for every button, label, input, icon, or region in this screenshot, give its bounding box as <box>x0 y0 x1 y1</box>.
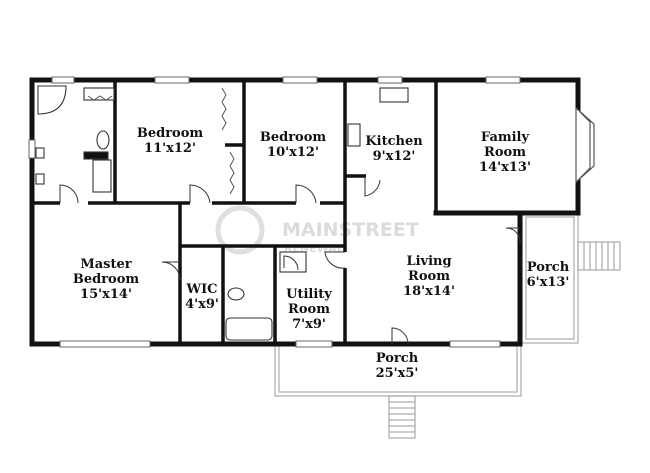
porch-side-name: Porch <box>527 260 570 275</box>
kitchen-name: Kitchen <box>365 134 423 149</box>
shower-icon <box>92 159 112 193</box>
bay-window <box>575 106 595 184</box>
bedroom-2-name: Bedroom <box>260 130 327 145</box>
bath-fixtures <box>35 85 409 341</box>
bedroom-1-size: 11'x12' <box>144 141 196 156</box>
bathtub-icon <box>225 317 273 341</box>
living-room-name-line1: Living <box>406 254 451 269</box>
closet-doors <box>87 87 235 195</box>
watermark-brand: MAINSTREET <box>282 219 419 241</box>
kitchen-size: 9'x12' <box>373 149 416 164</box>
utility-room-name-line1: Utility <box>286 287 332 302</box>
bedroom-1-name: Bedroom <box>137 126 204 141</box>
kitchen-sink-icon <box>379 87 409 103</box>
sink-icon <box>35 147 45 159</box>
family-room-size: 14'x13' <box>479 160 531 175</box>
doors <box>59 178 521 345</box>
front-stairs <box>388 395 416 439</box>
master-bedroom-name-line1: Master <box>80 257 131 272</box>
room-labels: Bedroom 11'x12' Bedroom 10'x12' Kitchen … <box>73 126 570 381</box>
toilet-icon <box>96 130 110 150</box>
master-bedroom-name-line2: Bedroom <box>73 272 140 287</box>
interior-walls <box>34 82 438 342</box>
watermark: MAINSTREET RENEWAL <box>215 205 419 255</box>
windows <box>28 76 521 348</box>
bedroom-2-size: 10'x12' <box>267 145 319 160</box>
stove-icon <box>347 123 361 147</box>
family-room-name-line2: Room <box>484 145 526 160</box>
porch-front-name: Porch <box>376 351 419 366</box>
utility-room-name-line2: Room <box>288 302 330 317</box>
porch-front-size: 25'x5' <box>376 366 419 381</box>
side-stairs <box>577 241 621 271</box>
wic-name: WIC <box>185 282 217 297</box>
washer-icon <box>279 251 307 273</box>
master-bedroom-size: 15'x14' <box>80 287 132 302</box>
family-room-name-line1: Family <box>481 130 530 145</box>
porch-side-size: 6'x13' <box>527 275 570 290</box>
living-room-name-line2: Room <box>408 269 450 284</box>
corner-tub-icon <box>37 85 67 115</box>
living-room-size: 18'x14' <box>403 284 455 299</box>
toilet-icon-2 <box>227 287 245 301</box>
utility-room-size: 7'x9' <box>292 317 326 332</box>
wic-size: 4'x9' <box>185 297 219 312</box>
sink-icon-2 <box>35 173 45 185</box>
watermark-logo-icon <box>215 205 265 255</box>
vanity-icon <box>83 87 115 101</box>
